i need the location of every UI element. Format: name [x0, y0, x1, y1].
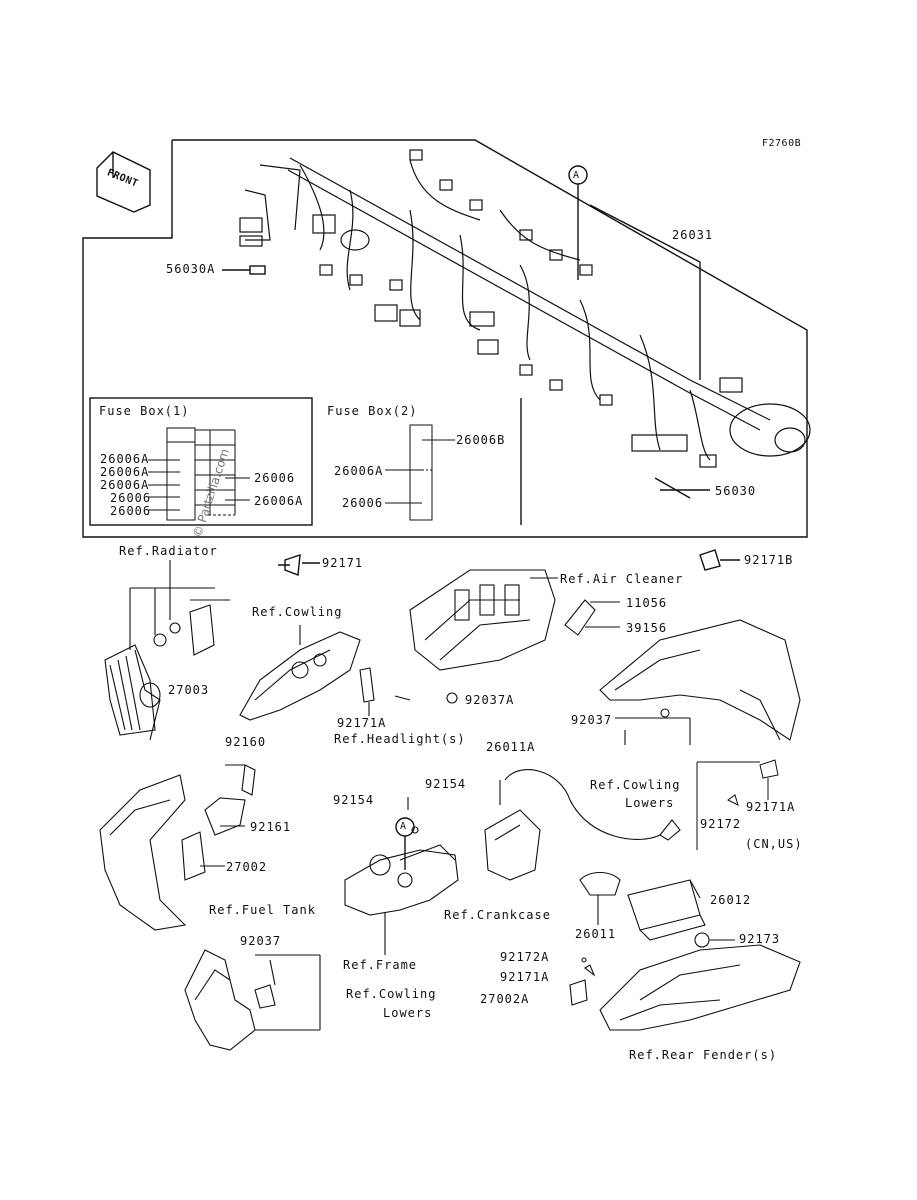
fuse-box-1-frame [89, 397, 313, 526]
fuse-box-1-title: Fuse Box(1) [99, 404, 190, 418]
part-27002: 27002 [226, 860, 268, 874]
radiator-parts-icon [104, 560, 230, 741]
part-92160: 92160 [225, 735, 267, 749]
part-92171: 92171 [322, 556, 364, 570]
fuse-box-1-left-1: 26006A [100, 452, 150, 466]
callout-a-top: A [573, 170, 581, 181]
fuse-box-2-left-2: 26006 [342, 496, 384, 510]
part-27002a: 27002A [480, 992, 530, 1006]
ref-cowling-lowers-2: Ref.Cowling [346, 987, 437, 1001]
part-92161: 92161 [250, 820, 292, 834]
lower-cowling-icon [184, 949, 321, 1051]
fuse-box-1-icon [148, 427, 250, 521]
cn-us-note: (CN,US) [745, 837, 803, 851]
fuse-box-2-icon [385, 424, 455, 521]
fuse-box-1-right-1: 26006 [254, 471, 296, 485]
front-cowl-icon [99, 764, 256, 931]
ref-rear-fender: Ref.Rear Fender(s) [629, 1048, 778, 1062]
fuse-box-1-right-2: 26006A [254, 494, 304, 508]
part-92171a-3: 92171A [500, 970, 550, 984]
part-92171a-1: 92171A [337, 716, 387, 730]
cn-us-parts-icon [696, 759, 779, 850]
harness-frame-border [82, 139, 808, 538]
fuse-box-2-top: 26006B [456, 433, 506, 447]
cowling-bracket-icon [239, 625, 411, 721]
main-harness-icon [239, 149, 811, 468]
part-92037-2: 92037 [240, 934, 282, 948]
clip-92171-icon [278, 553, 301, 576]
crankcase-parts-icon [484, 769, 706, 941]
upper-cowling-icon [599, 619, 801, 745]
ref-frame: Ref.Frame [343, 958, 418, 972]
ref-cowling-lowers-2b: Lowers [383, 1006, 433, 1020]
part-92037a: 92037A [465, 693, 515, 707]
part-26011: 26011 [575, 927, 617, 941]
part-27003: 27003 [168, 683, 210, 697]
ref-cowling-lowers-1: Ref.Cowling [590, 778, 681, 792]
part-92154-2: 92154 [425, 777, 467, 791]
ref-radiator: Ref.Radiator [119, 544, 218, 558]
front-arrow-icon [96, 151, 151, 213]
part-26011a: 26011A [486, 740, 536, 754]
fuse-box-2-title: Fuse Box(2) [327, 404, 418, 418]
part-92171b: 92171B [744, 553, 794, 567]
callout-a-bottom: A [400, 821, 408, 832]
part-92154-1: 92154 [333, 793, 375, 807]
ref-cowling-lowers-1b: Lowers [625, 796, 675, 810]
part-56030a: 56030A [166, 262, 216, 276]
air-cleaner-icon [409, 569, 620, 704]
fuse-box-1-left-2: 26006A [100, 465, 150, 479]
part-92172: 92172 [700, 817, 742, 831]
part-92173: 92173 [739, 932, 781, 946]
fuse-box-2-left-1: 26006A [334, 464, 384, 478]
ref-air-cleaner: Ref.Air Cleaner [560, 572, 684, 586]
ref-cowling: Ref.Cowling [252, 605, 343, 619]
part-11056: 11056 [626, 596, 668, 610]
diagram-code: F2760B [762, 138, 802, 149]
part-26031: 26031 [672, 228, 714, 242]
part-56030: 56030 [715, 484, 757, 498]
part-92172a: 92172A [500, 950, 550, 964]
rear-fender-icon [569, 932, 801, 1031]
ref-crankcase: Ref.Crankcase [444, 908, 551, 922]
ref-headlight: Ref.Headlight(s) [334, 732, 466, 746]
fuse-box-1-left-4: 26006 [110, 491, 152, 505]
clip-92171b-icon [699, 549, 721, 571]
fuse-box-1-left-3: 26006A [100, 478, 150, 492]
part-92037-1: 92037 [571, 713, 613, 727]
fuse-box-1-left-5: 26006 [110, 504, 152, 518]
part-26012: 26012 [710, 893, 752, 907]
part-92171a-2: 92171A [746, 800, 796, 814]
part-39156: 39156 [626, 621, 668, 635]
frame-section-icon [344, 797, 459, 955]
ref-fuel-tank: Ref.Fuel Tank [209, 903, 316, 917]
